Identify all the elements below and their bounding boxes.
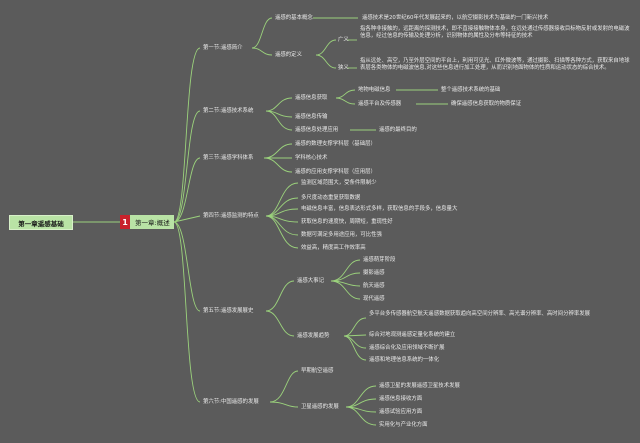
early-aerial-node[interactable]: 早期航空遥感 xyxy=(301,368,334,374)
event-item[interactable]: 遥感萌芽阶段 xyxy=(363,257,396,263)
event-item[interactable]: 摄影遥感 xyxy=(363,270,385,276)
section-5-title[interactable]: 第五节:遥感发展展史 xyxy=(203,308,254,314)
ground-info-text: 整个遥感技术系统的基础 xyxy=(441,87,501,93)
satellite-item[interactable]: 遥感信息接收方面 xyxy=(379,396,423,402)
satellite-node[interactable]: 卫星遥感的发展 xyxy=(301,404,339,410)
feature-item[interactable]: 获取信息的速度快，周期短，重现性好 xyxy=(301,219,393,225)
chapter-number-badge: 1 xyxy=(120,215,130,229)
broad-definition-text: 指各种非接触的，远距离的探测技术，即不直接接触物体本身，在远处通过传感器接收目标… xyxy=(360,26,630,39)
basic-concept-text: 遥感技术是20世纪60年代发展起来的，以航空摄影技术为基础的一门新兴技术 xyxy=(362,15,549,21)
discipline-item[interactable]: 遥感的数理支撑学科层（基础层） xyxy=(295,141,376,147)
event-item[interactable]: 航天遥感 xyxy=(363,283,385,289)
feature-item[interactable]: 监测区域范围大，受条件限制少 xyxy=(301,180,377,186)
platform-node[interactable]: 遥感平台及传感器 xyxy=(358,101,402,107)
root-node[interactable]: 第一章遥感基础 xyxy=(9,215,73,230)
broad-definition-node[interactable]: 广义 xyxy=(338,37,349,43)
event-item[interactable]: 现代遥感 xyxy=(363,296,385,302)
transmission-node[interactable]: 遥感信息传输 xyxy=(295,114,328,120)
satellite-item[interactable]: 遥感卫星的发展遥感卫星技术发展 xyxy=(379,383,460,389)
discipline-item[interactable]: 遥感的应用支撑学科层（应用层） xyxy=(295,169,376,175)
section-4-title[interactable]: 第四节:遥感监测的特点 xyxy=(203,213,259,219)
section-6-title[interactable]: 第六节:中国遥感的发展 xyxy=(203,399,259,405)
trend-node[interactable]: 遥感发展趋势 xyxy=(297,333,330,339)
feature-item[interactable]: 数据可满足多用途应用，可比性强 xyxy=(301,232,382,238)
definition-node[interactable]: 遥感的定义 xyxy=(275,52,302,58)
ground-info-node[interactable]: 地物电磁信息 xyxy=(358,87,391,93)
feature-item[interactable]: 效益高，精度高工作效率高 xyxy=(301,245,366,251)
trend-item[interactable]: 综合对地观测遥感定量化系统的建立 xyxy=(369,332,456,338)
trend-item[interactable]: 遥感和地理信息系统的一体化 xyxy=(369,357,440,363)
basic-concept-node[interactable]: 遥感的基本概念 xyxy=(275,15,313,21)
chapter-title: 第一章:概述 xyxy=(135,219,170,227)
section-3-title[interactable]: 第三节:遥感学科体系 xyxy=(203,155,254,161)
acquisition-node[interactable]: 遥感信息获取 xyxy=(295,95,328,101)
application-text: 遥感的最终目的 xyxy=(379,127,417,133)
application-node[interactable]: 遥感信息处理应用 xyxy=(295,127,339,133)
section-1-title[interactable]: 第一节:遥感简介 xyxy=(203,45,243,51)
narrow-definition-text: 指从远处、高空，乃至外层空间的平台上，利用可见光、红外微波等，通过摄影、扫描等各… xyxy=(360,58,630,71)
feature-item[interactable]: 多尺度动态重复获取数据 xyxy=(301,195,361,201)
feature-item[interactable]: 电磁信息丰富，信息表达形式多样，获取信息的手段多，信息量大 xyxy=(301,206,458,212)
trend-item[interactable]: 遥感综合化及应用领域不断扩展 xyxy=(369,345,445,351)
satellite-item[interactable]: 遥感试验应用方面 xyxy=(379,409,423,415)
trend-item[interactable]: 多平台多传感器航空航天遥感数据获取趋向高空间分辨率、高光谱分辨率、高时间分辨率发… xyxy=(369,311,591,317)
section-2-title[interactable]: 第二节:遥感技术系统 xyxy=(203,108,254,114)
narrow-definition-node[interactable]: 狭义 xyxy=(338,65,349,71)
platform-text: 确保遥感信息获取的物质保证 xyxy=(451,101,522,107)
chapter-node[interactable]: 1 第一章:概述 xyxy=(120,215,174,229)
events-node[interactable]: 遥感大事记 xyxy=(297,278,324,284)
satellite-item[interactable]: 实用化与产业化方面 xyxy=(379,422,428,428)
discipline-item[interactable]: 学科核心技术 xyxy=(295,155,328,161)
